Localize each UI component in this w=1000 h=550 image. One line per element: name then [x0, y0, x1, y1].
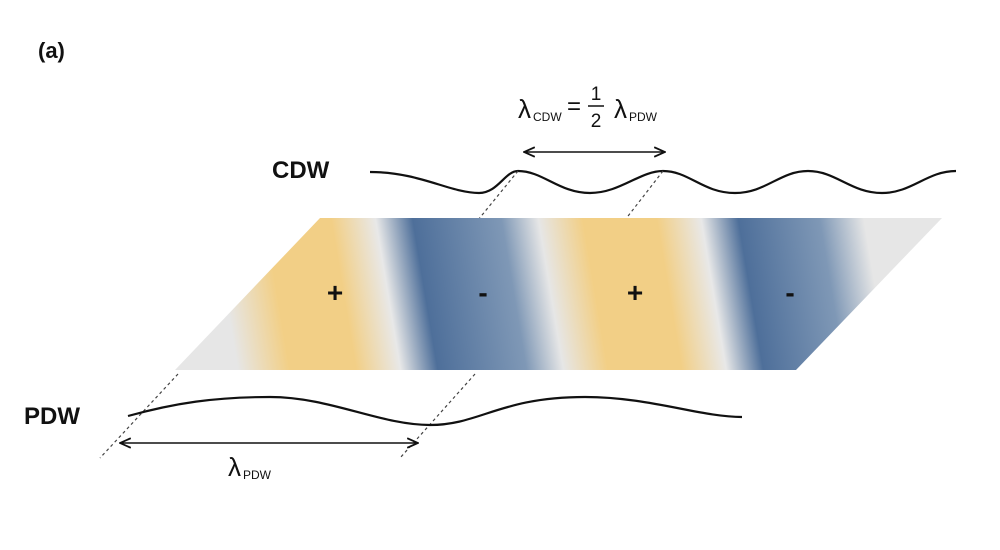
cdw-peak-guide-1: [477, 170, 519, 221]
pdw-label: PDW: [24, 403, 80, 430]
equals-sign: =: [567, 93, 581, 120]
panel-label: (a): [38, 38, 65, 63]
fraction-denominator: 2: [591, 111, 602, 132]
cdw-peak-guide-2: [624, 170, 664, 221]
cdw-label: CDW: [272, 157, 330, 184]
negative-sign-1: -: [478, 277, 487, 308]
lambda-cdw-subscript: CDW: [533, 110, 562, 124]
modulation-stripes: [175, 218, 942, 370]
pdw-wave: [127, 395, 743, 427]
lambda-cdw-symbol: λ: [518, 94, 531, 124]
stripe-signs: + - + -: [327, 277, 795, 308]
fraction-numerator: 1: [591, 84, 602, 105]
positive-sign-2: +: [627, 277, 643, 308]
pdw-end-guide: [399, 373, 476, 459]
lambda-pdw-subscript: PDW: [629, 110, 658, 124]
cdw-wavelength-formula: λ CDW = 1 2 λ PDW: [518, 84, 658, 132]
pdw-start-guide: [99, 373, 179, 459]
pdw-lambda-subscript: PDW: [243, 468, 272, 482]
positive-sign-1: +: [327, 277, 343, 308]
negative-sign-2: -: [785, 277, 794, 308]
pdw-lambda-symbol: λ: [228, 452, 241, 482]
cdw-wave: [369, 169, 957, 195]
lambda-pdw-symbol: λ: [614, 94, 627, 124]
